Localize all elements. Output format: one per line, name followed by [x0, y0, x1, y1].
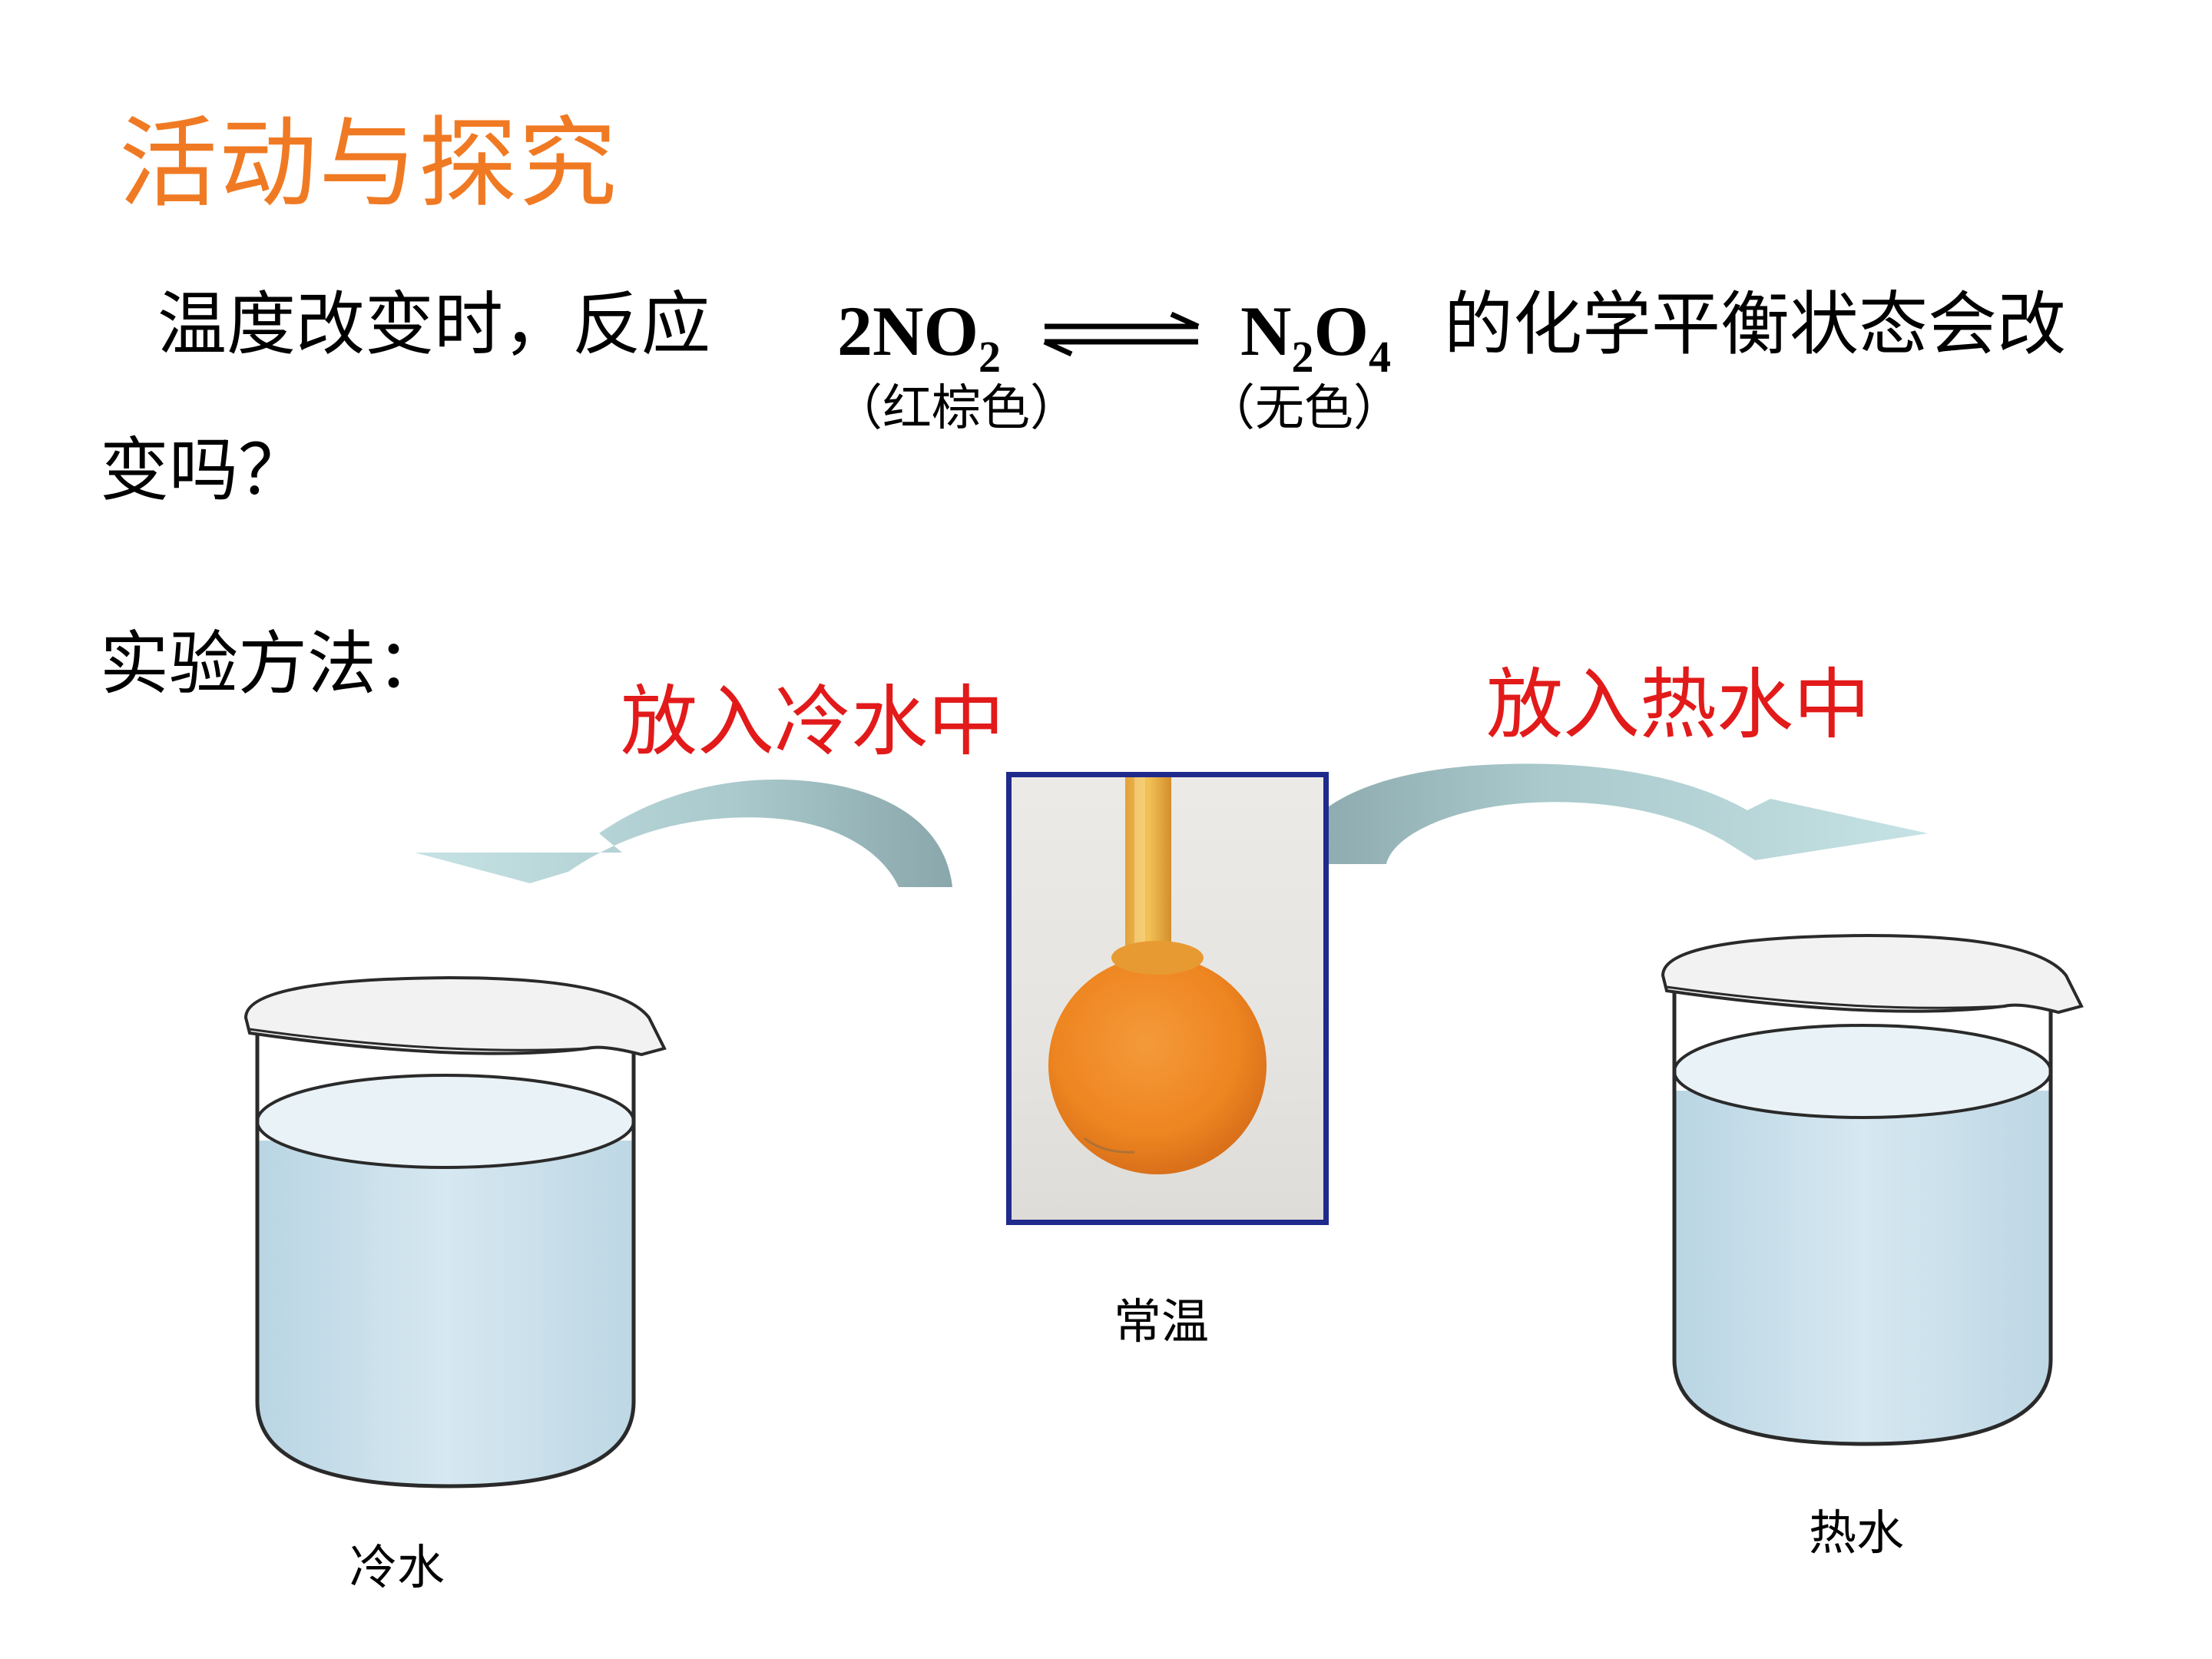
question-text-part1: 温度改变时，反应 — [157, 284, 710, 365]
hot-beaker-caption: 热水 — [1809, 1505, 1905, 1561]
flask-photo — [1006, 772, 1329, 1225]
arrow-right-label: 放入热水中 — [1486, 660, 1870, 750]
reactant-color-note: （红棕色） — [833, 380, 1079, 437]
hot-water-beaker-icon — [1661, 933, 2084, 1446]
product-formula: N2O4 — [1240, 296, 1391, 379]
flask-icon — [1048, 777, 1267, 1174]
cold-beaker-caption: 冷水 — [349, 1539, 445, 1595]
curved-arrow-right-icon — [1286, 763, 1928, 864]
product-formula-o: O — [1313, 292, 1369, 370]
reactant-formula-main: 2NO — [837, 292, 979, 370]
curved-arrow-left-icon — [415, 780, 952, 887]
flask-caption: 常温 — [1114, 1293, 1210, 1349]
method-label: 实验方法： — [100, 624, 445, 704]
arrow-left-label: 放入冷水中 — [621, 677, 1005, 767]
reactant-formula: 2NO2 — [837, 296, 1001, 379]
product-formula-o-subscript: 4 — [1369, 332, 1392, 382]
reactant-formula-subscript: 2 — [979, 332, 1001, 382]
question-text-part2: 的化学平衡状态会改 — [1444, 284, 2066, 365]
cold-water-beaker-icon — [243, 975, 667, 1488]
question-text-part3: 变吗？ — [100, 430, 307, 511]
equilibrium-arrow-icon — [1043, 311, 1200, 357]
product-color-note: （无色） — [1206, 380, 1402, 437]
page-title: 活动与探究 — [119, 107, 619, 221]
product-formula-n-subscript: 2 — [1291, 332, 1314, 382]
product-formula-n: N — [1240, 292, 1292, 370]
